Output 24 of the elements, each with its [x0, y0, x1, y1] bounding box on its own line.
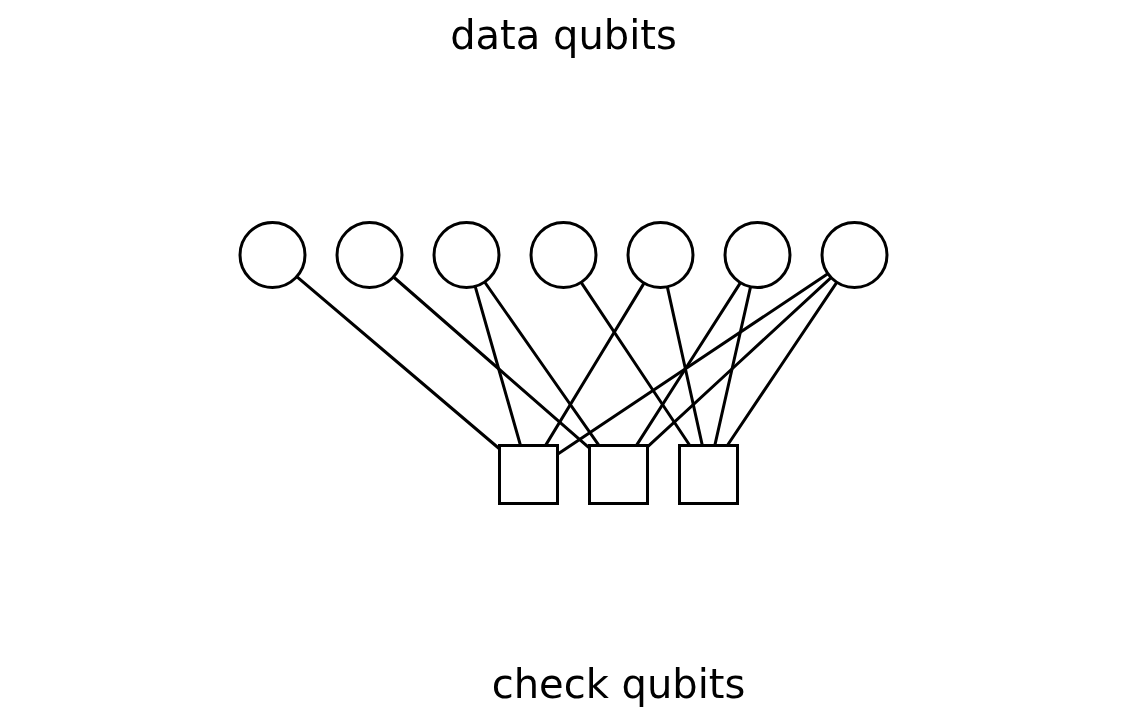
- node-circle: [432, 221, 500, 289]
- connector: [556, 272, 829, 456]
- node-box: [677, 444, 739, 505]
- connector: [712, 286, 752, 446]
- node-circle: [820, 221, 888, 289]
- label: check qubits: [491, 660, 745, 707]
- node-circle: [529, 221, 597, 289]
- connector: [543, 282, 645, 447]
- connector: [725, 281, 838, 447]
- connector: [634, 282, 741, 447]
- node-box: [497, 444, 559, 505]
- connector: [295, 275, 500, 450]
- connector: [483, 281, 600, 447]
- label: data qubits: [449, 11, 677, 58]
- node-circle: [238, 221, 306, 289]
- node-box: [587, 444, 649, 505]
- node-circle: [626, 221, 694, 289]
- connector: [392, 276, 590, 450]
- node-circle: [335, 221, 403, 289]
- connector: [473, 286, 522, 446]
- connector: [665, 286, 704, 446]
- connector: [646, 276, 832, 448]
- connector: [579, 281, 691, 447]
- node-circle: [723, 221, 791, 289]
